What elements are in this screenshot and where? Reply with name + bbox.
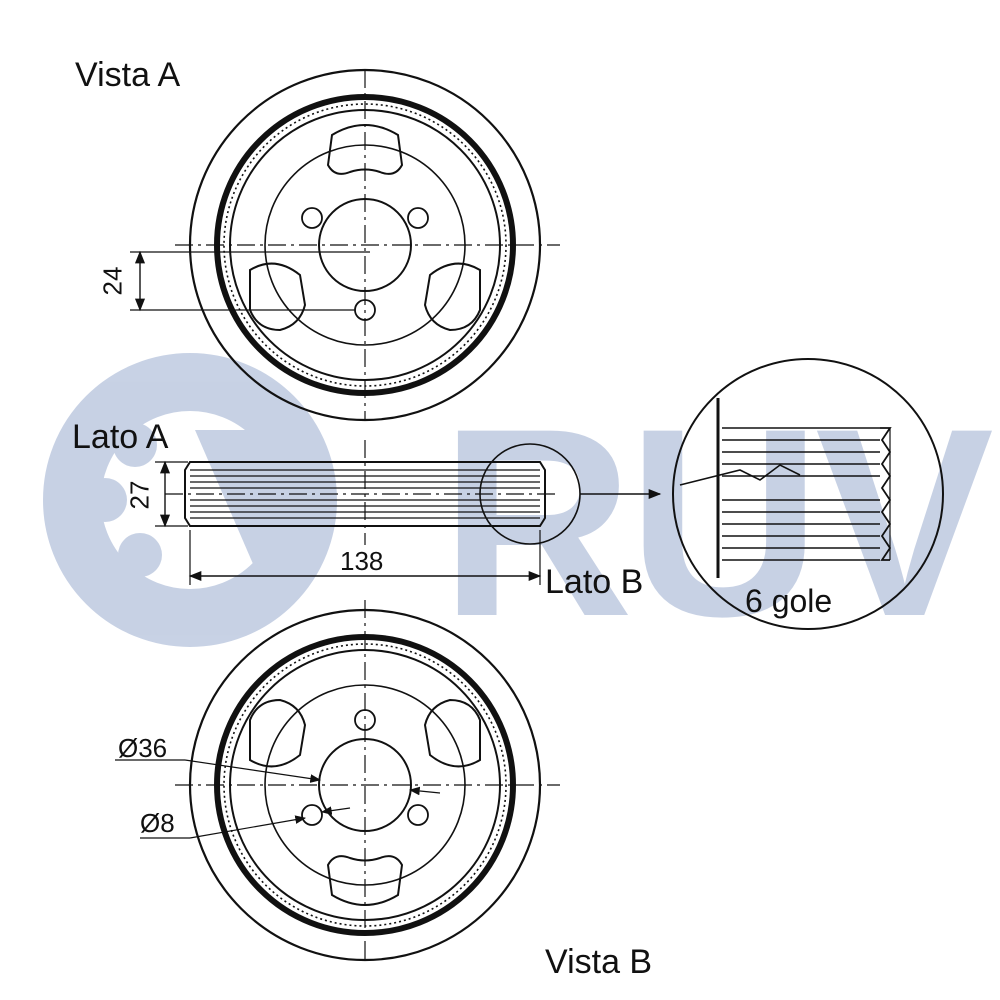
lato-b-label: Lato B [545, 563, 644, 601]
dim-bolt-offset: 24 [97, 266, 128, 296]
vista-b-pulley [115, 600, 560, 962]
lato-a-label: Lato A [72, 418, 169, 456]
dim-bolt-hole: Ø8 [140, 808, 175, 838]
dim-center-bore: Ø36 [118, 733, 168, 763]
lato-a-side-view [155, 440, 662, 585]
vista-a-pulley [130, 68, 560, 422]
brand-watermark: RUVILLE [440, 372, 1000, 672]
gole-label: 6 gole [745, 583, 833, 619]
vista-b-label: Vista B [545, 943, 653, 981]
groove-detail [672, 358, 944, 630]
dim-diameter: 138 [340, 546, 384, 576]
vista-a-label: Vista A [75, 56, 181, 94]
dim-width: 27 [124, 480, 155, 510]
